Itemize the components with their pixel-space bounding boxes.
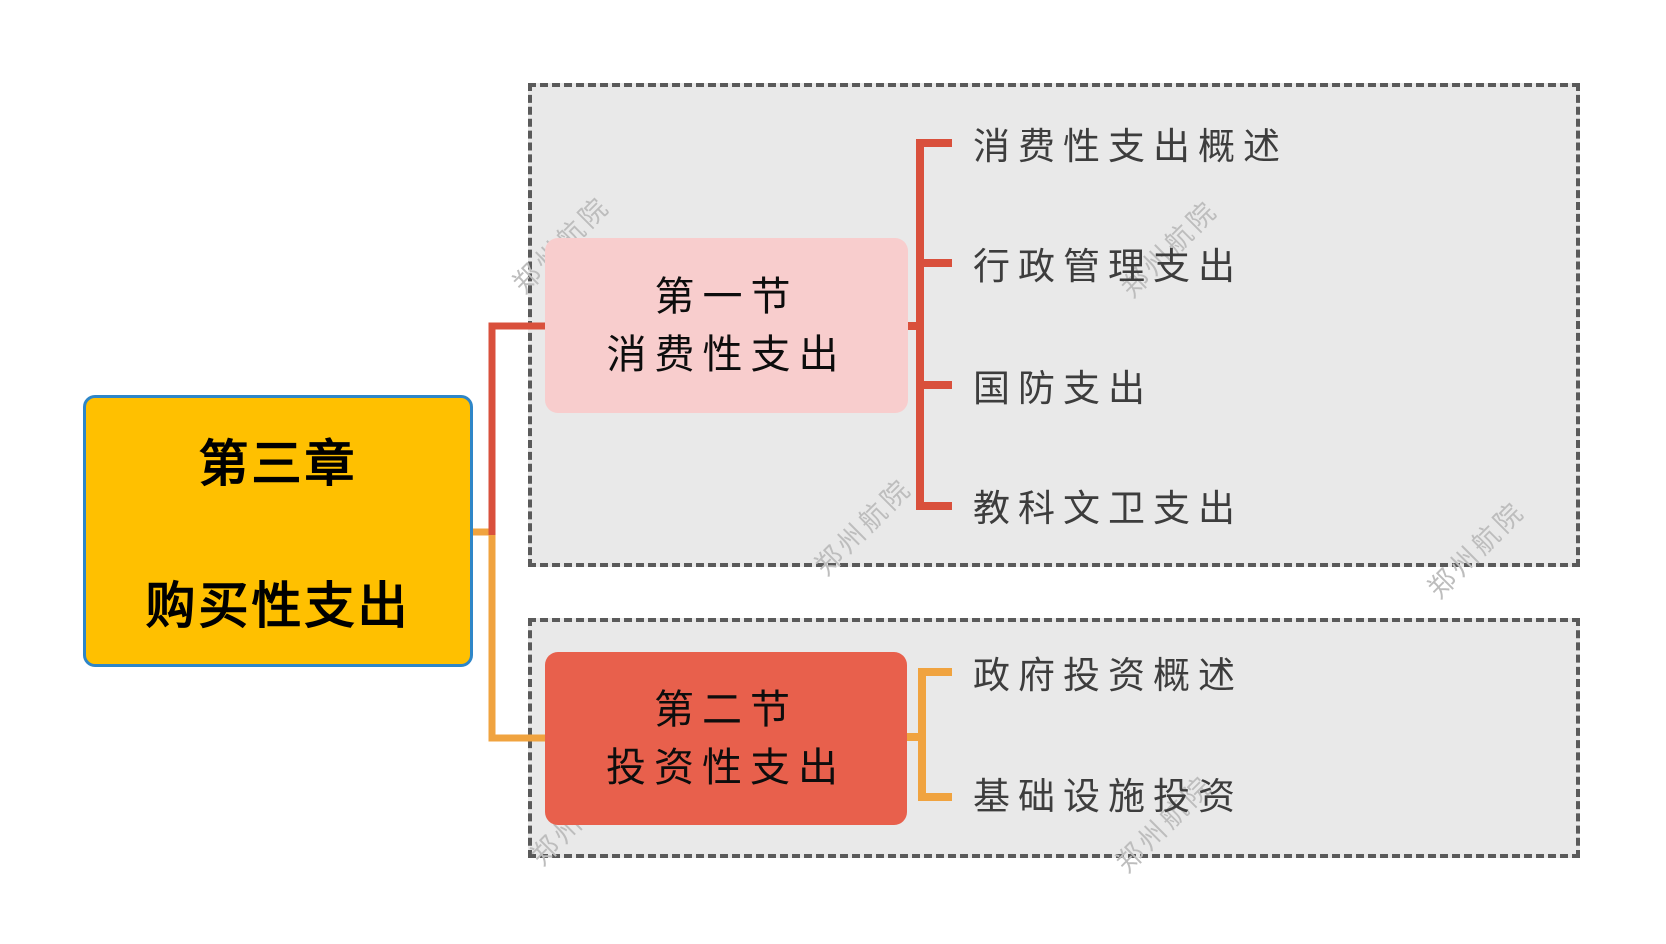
root-node-line1: 第三章 [198, 436, 358, 492]
section2-node: 第二节 投资性支出 [545, 652, 907, 825]
section1-line1: 第一节 [654, 273, 799, 319]
section2-line1: 第二节 [654, 686, 798, 732]
leaf-topic: 教科文卫支出 [973, 489, 1243, 530]
leaf-topic: 政府投资概述 [973, 656, 1243, 697]
section1-line2: 消费性支出 [606, 331, 847, 377]
leaf-topic: 国防支出 [973, 369, 1153, 410]
leaf-topic: 基础设施投资 [973, 777, 1243, 818]
leaf-topic: 消费性支出概述 [973, 127, 1288, 168]
root-node-line2: 购买性支出 [145, 578, 411, 634]
section1-node: 第一节 消费性支出 [545, 238, 908, 413]
leaf-topic: 行政管理支出 [973, 247, 1243, 288]
section2-line2: 投资性支出 [606, 744, 846, 790]
root-node-chapter3: 第三章 购买性支出 [83, 395, 473, 667]
